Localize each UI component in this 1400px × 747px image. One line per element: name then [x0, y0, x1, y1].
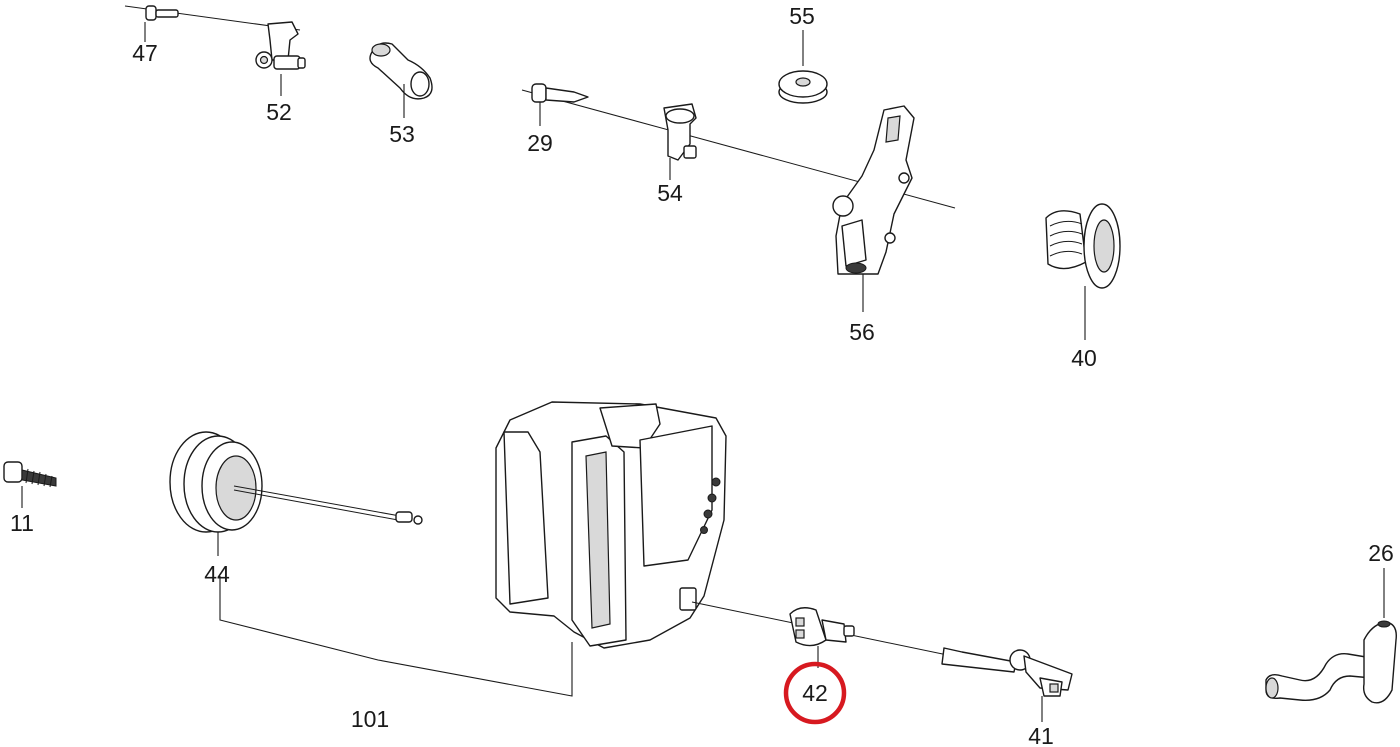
label-101[interactable]: 101	[351, 706, 389, 732]
label-11[interactable]: 11	[10, 510, 34, 536]
valve-41[interactable]	[941, 647, 1073, 722]
washer-55[interactable]	[778, 30, 828, 104]
pipe-26[interactable]	[1265, 568, 1397, 704]
bolt-29[interactable]	[531, 83, 589, 103]
fitting-42[interactable]	[691, 601, 1011, 669]
label-56[interactable]: 56	[849, 319, 875, 345]
cap-44[interactable]	[169, 431, 423, 556]
label-26[interactable]: 26	[1368, 540, 1394, 566]
label-42[interactable]: 42	[802, 680, 828, 706]
label-44[interactable]: 44	[204, 561, 230, 587]
label-54[interactable]: 54	[657, 180, 683, 206]
highlight-circle-42	[783, 661, 847, 725]
label-52[interactable]: 52	[266, 99, 292, 125]
label-41[interactable]: 41	[1028, 723, 1054, 747]
plug-40[interactable]	[1045, 203, 1121, 340]
part-group-47-52	[124, 5, 306, 96]
screw-11[interactable]	[3, 461, 57, 508]
label-47[interactable]: 47	[132, 40, 158, 66]
housing-101[interactable]	[219, 401, 727, 697]
clip-52[interactable]	[255, 21, 306, 70]
label-53[interactable]: 53	[389, 121, 415, 147]
elbow-53[interactable]	[369, 42, 433, 118]
part-group-29-54-56	[521, 83, 956, 312]
label-29[interactable]: 29	[527, 130, 553, 156]
clip-54[interactable]	[663, 103, 697, 161]
label-55[interactable]: 55	[789, 3, 815, 29]
bolt-47[interactable]	[145, 5, 179, 21]
label-40[interactable]: 40	[1071, 345, 1097, 371]
lever-56[interactable]	[832, 105, 915, 275]
